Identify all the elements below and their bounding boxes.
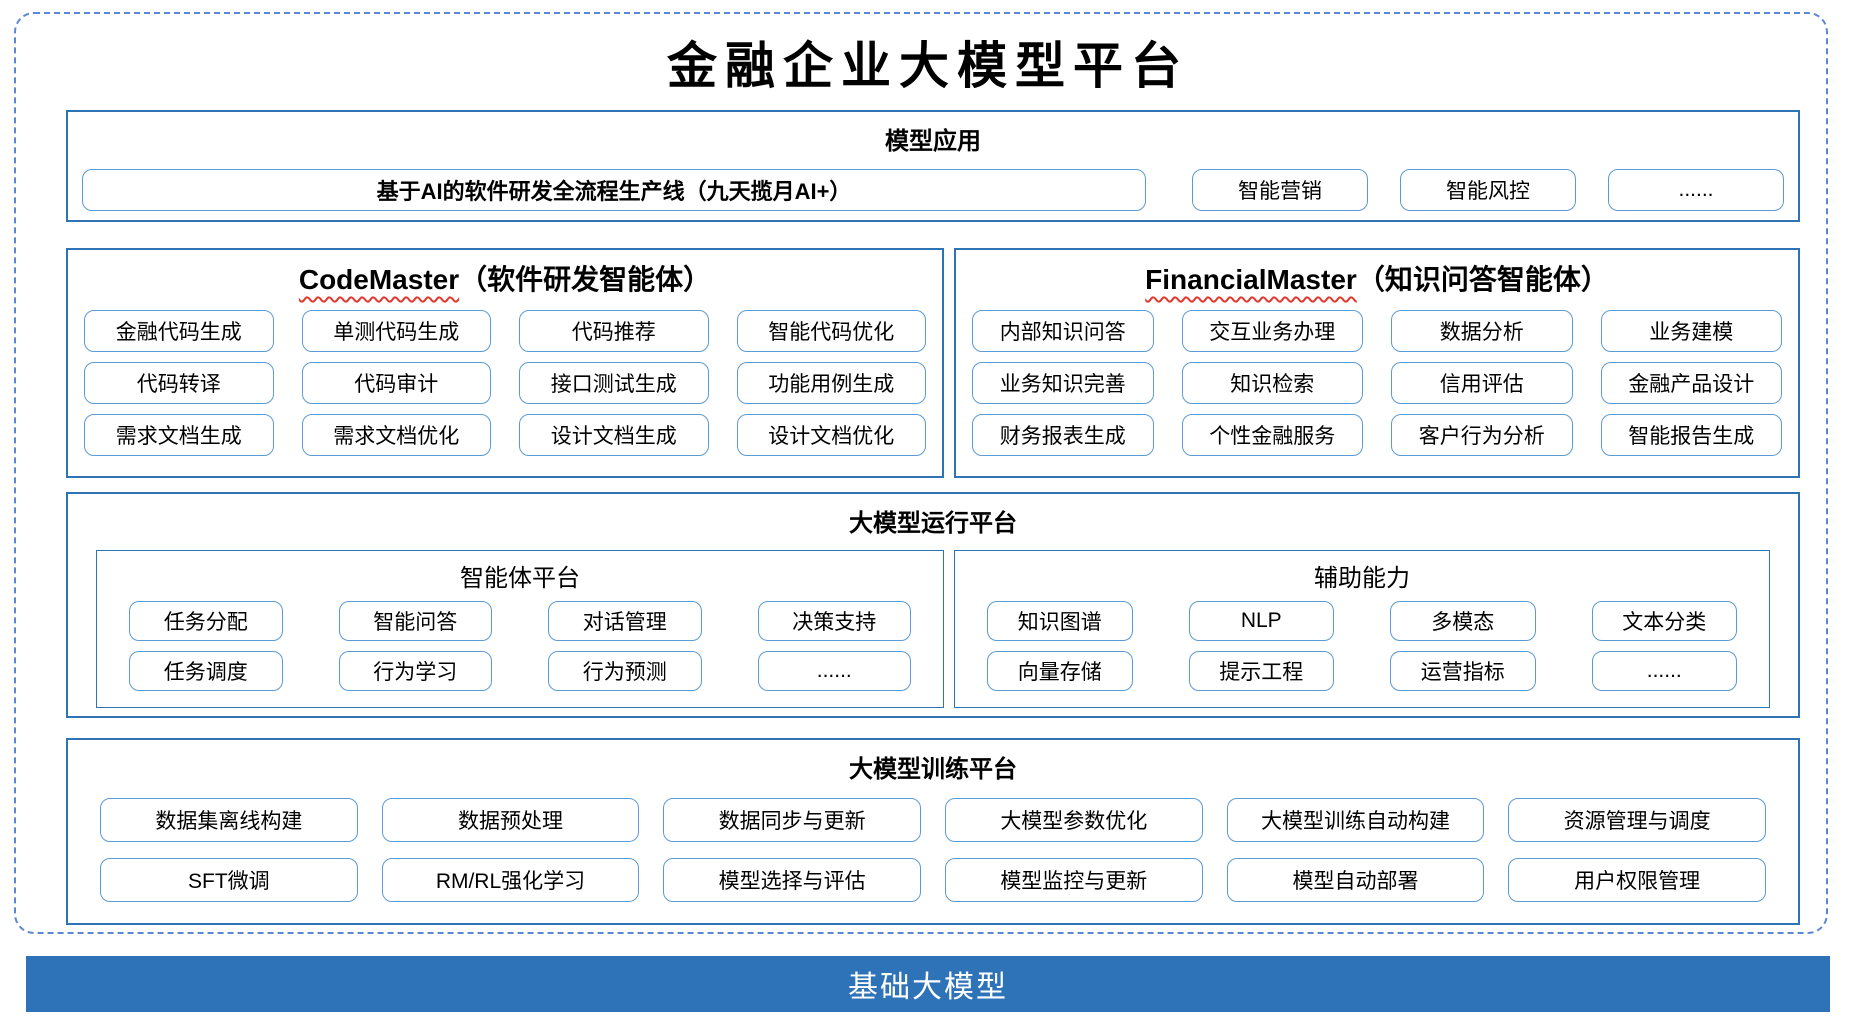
capability-chip: 决策支持 bbox=[757, 601, 911, 641]
capability-chip: 业务建模 bbox=[1600, 310, 1782, 352]
financial-master-chip-grid: 内部知识问答交互业务办理数据分析业务建模业务知识完善知识检索信用评估金融产品设计… bbox=[956, 298, 1798, 456]
code-master-chip-grid: 金融代码生成单测代码生成代码推荐智能代码优化代码转译代码审计接口测试生成功能用例… bbox=[68, 298, 942, 456]
capability-chip: 智能营销 bbox=[1192, 169, 1368, 211]
capability-chip: 运营指标 bbox=[1390, 651, 1536, 691]
capability-chip: 资源管理与调度 bbox=[1508, 798, 1766, 842]
capability-chip: NLP bbox=[1188, 601, 1334, 641]
aux-capability-title: 辅助能力 bbox=[1314, 565, 1410, 592]
model-application-chip-list: 智能营销智能风控...... bbox=[1192, 169, 1784, 211]
section-training-platform: 大模型训练平台 数据集离线构建数据预处理数据同步与更新大模型参数优化大模型训练自… bbox=[66, 738, 1800, 925]
agent-platform-title: 智能体平台 bbox=[460, 565, 580, 592]
capability-chip: 数据同步与更新 bbox=[663, 798, 921, 842]
financial-master-title-cn: （知识问答智能体） bbox=[1356, 264, 1609, 295]
capability-chip: 金融代码生成 bbox=[84, 310, 274, 352]
agent-platform-box: 智能体平台 任务分配 智能问答 对话管理 决策支持任务调度 行为学习 行为预测...... bbox=[96, 550, 944, 708]
capability-chip: 数据分析 bbox=[1391, 310, 1573, 352]
section-code-master: CodeMaster（软件研发智能体） 金融代码生成单测代码生成代码推荐智能代码… bbox=[66, 248, 944, 478]
capability-chip: 提示工程 bbox=[1188, 651, 1334, 691]
capability-chip: 模型选择与评估 bbox=[663, 858, 921, 902]
section-financial-master: FinancialMaster（知识问答智能体） 内部知识问答交互业务办理数据分… bbox=[954, 248, 1800, 478]
capability-chip: 智能代码优化 bbox=[736, 310, 926, 352]
capability-chip: 设计文档生成 bbox=[519, 414, 709, 456]
code-master-title: CodeMaster（软件研发智能体） bbox=[68, 250, 942, 298]
capability-chip: ...... bbox=[1608, 169, 1784, 211]
capability-chip: 大模型训练自动构建 bbox=[1226, 798, 1485, 842]
capability-chip: 文本分类 bbox=[1591, 601, 1737, 641]
training-platform-header: 大模型训练平台 bbox=[849, 756, 1017, 783]
capability-chip: 客户行为分析 bbox=[1391, 414, 1573, 456]
capability-chip: 代码转译 bbox=[84, 362, 274, 404]
aux-capability-box: 辅助能力 知识图谱 NLP 多模态 文本分类向量存储 提示工程 运营指标...... bbox=[954, 550, 1770, 708]
capability-chip: 金融产品设计 bbox=[1600, 362, 1782, 404]
capability-chip: 智能报告生成 bbox=[1600, 414, 1782, 456]
capability-chip: 多模态 bbox=[1390, 601, 1536, 641]
capability-chip: 设计文档优化 bbox=[736, 414, 926, 456]
section-runtime-platform: 大模型运行平台 智能体平台 任务分配 智能问答 对话管理 决策支持任务调度 行为学习 行为… bbox=[66, 492, 1800, 718]
outer-dashed-border bbox=[14, 12, 1828, 934]
capability-chip: 任务调度 bbox=[129, 651, 283, 691]
capability-chip: 智能风控 bbox=[1400, 169, 1576, 211]
capability-chip: 代码推荐 bbox=[519, 310, 709, 352]
capability-chip: ...... bbox=[1591, 651, 1737, 691]
capability-chip: 用户权限管理 bbox=[1508, 858, 1766, 902]
capability-chip: ...... bbox=[757, 651, 911, 691]
model-application-row: 基于AI的软件研发全流程生产线（九天揽月AI+） 智能营销智能风控...... bbox=[68, 169, 1798, 211]
capability-chip: 单测代码生成 bbox=[301, 310, 491, 352]
capability-chip: 大模型参数优化 bbox=[944, 798, 1203, 842]
capability-chip: 代码审计 bbox=[301, 362, 491, 404]
capability-chip: 接口测试生成 bbox=[519, 362, 709, 404]
code-master-title-en: CodeMaster bbox=[298, 264, 460, 295]
capability-chip: 信用评估 bbox=[1391, 362, 1573, 404]
model-application-header: 模型应用 bbox=[885, 128, 981, 155]
aux-capability-chip-grid: 知识图谱 NLP 多模态 文本分类向量存储 提示工程 运营指标...... bbox=[955, 593, 1769, 691]
capability-chip: 交互业务办理 bbox=[1181, 310, 1363, 352]
capability-chip: 需求文档生成 bbox=[84, 414, 274, 456]
capability-chip: 行为预测 bbox=[548, 651, 702, 691]
capability-chip: 个性金融服务 bbox=[1181, 414, 1363, 456]
capability-chip: 需求文档优化 bbox=[301, 414, 491, 456]
financial-master-title-en: FinancialMaster bbox=[1145, 264, 1357, 295]
capability-chip: 知识检索 bbox=[1181, 362, 1363, 404]
foundation-model-bar: 基础大模型 bbox=[26, 956, 1830, 1012]
capability-chip: 内部知识问答 bbox=[972, 310, 1154, 352]
capability-chip: 功能用例生成 bbox=[736, 362, 926, 404]
page-title: 金融企业大模型平台 bbox=[667, 36, 1189, 95]
training-platform-chip-grid: 数据集离线构建数据预处理数据同步与更新大模型参数优化大模型训练自动构建资源管理与… bbox=[68, 784, 1798, 902]
capability-chip: 模型监控与更新 bbox=[944, 858, 1203, 902]
runtime-inner-row: 智能体平台 任务分配 智能问答 对话管理 决策支持任务调度 行为学习 行为预测......… bbox=[68, 550, 1798, 708]
agent-platform-chip-grid: 任务分配 智能问答 对话管理 决策支持任务调度 行为学习 行为预测...... bbox=[97, 593, 943, 691]
capability-chip: 模型自动部署 bbox=[1226, 858, 1485, 902]
code-master-title-cn: （软件研发智能体） bbox=[459, 264, 712, 295]
capability-chip: RM/RL强化学习 bbox=[381, 858, 640, 902]
capability-chip: 知识图谱 bbox=[987, 601, 1133, 641]
capability-chip: 智能问答 bbox=[338, 601, 492, 641]
capability-chip: 任务分配 bbox=[129, 601, 283, 641]
capability-chip: 向量存储 bbox=[987, 651, 1133, 691]
capability-chip: 对话管理 bbox=[548, 601, 702, 641]
foundation-model-label: 基础大模型 bbox=[848, 971, 1008, 1004]
capability-chip: 数据预处理 bbox=[381, 798, 640, 842]
capability-chip: 数据集离线构建 bbox=[100, 798, 358, 842]
capability-chip: 财务报表生成 bbox=[972, 414, 1154, 456]
capability-chip: SFT微调 bbox=[100, 858, 358, 902]
financial-master-title: FinancialMaster（知识问答智能体） bbox=[956, 250, 1798, 298]
capability-chip: 行为学习 bbox=[338, 651, 492, 691]
ai-pipeline-chip: 基于AI的软件研发全流程生产线（九天揽月AI+） bbox=[82, 169, 1146, 211]
section-model-application: 模型应用 基于AI的软件研发全流程生产线（九天揽月AI+） 智能营销智能风控..… bbox=[66, 110, 1800, 222]
capability-chip: 业务知识完善 bbox=[972, 362, 1154, 404]
runtime-platform-header: 大模型运行平台 bbox=[849, 510, 1017, 537]
